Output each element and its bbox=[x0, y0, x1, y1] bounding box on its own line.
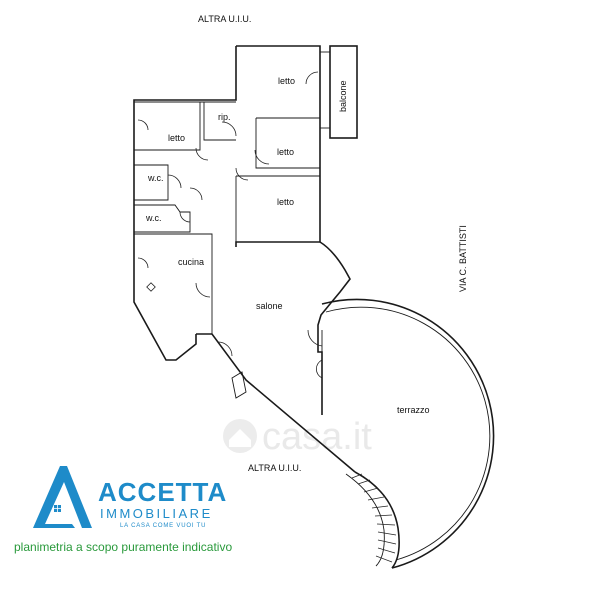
logo-tagline: LA CASA COME VUOI TU bbox=[120, 523, 206, 529]
room-label-bedroom-lower: letto bbox=[277, 197, 294, 207]
room-label-living-room: salone bbox=[256, 301, 283, 311]
door-arc bbox=[305, 71, 319, 85]
door-arc bbox=[316, 359, 323, 379]
balcony bbox=[320, 45, 358, 139]
terrace-outer-arc bbox=[321, 298, 495, 569]
door-arc bbox=[254, 149, 270, 165]
street-label: VIA C. BATTISTI bbox=[458, 225, 468, 292]
door-arc bbox=[179, 211, 191, 223]
door-arc bbox=[167, 174, 182, 189]
door-arc bbox=[189, 187, 203, 201]
terrace bbox=[321, 298, 495, 569]
watermark-house-icon bbox=[223, 419, 257, 453]
logo-name: ACCETTA bbox=[98, 477, 227, 507]
doors bbox=[137, 71, 323, 399]
room-label-bathroom-2: w.c. bbox=[145, 213, 162, 223]
interior-walls bbox=[134, 101, 320, 334]
watermark-text: casa.it bbox=[262, 416, 372, 458]
room-label-bedroom-top: letto bbox=[278, 76, 295, 86]
door-arc bbox=[137, 257, 149, 269]
logo-subtitle: IMMOBILIARE bbox=[100, 506, 213, 521]
spiral-staircase bbox=[345, 471, 400, 569]
disclaimer: planimetria a scopo puramente indicativo bbox=[14, 540, 233, 554]
top-neighbor-label: ALTRA U.I.U. bbox=[198, 14, 251, 24]
labels: ALTRA U.I.U. ALTRA U.I.U. VIA C. BATTIST… bbox=[145, 14, 468, 473]
door-arc bbox=[217, 341, 233, 357]
room-label-bedroom-mid: letto bbox=[277, 147, 294, 157]
door-arc bbox=[137, 119, 149, 131]
room-label-kitchen: cucina bbox=[178, 257, 204, 267]
door-arc bbox=[221, 121, 237, 137]
door-arc bbox=[307, 329, 323, 347]
door-arc bbox=[195, 282, 211, 298]
watermark: casa.it bbox=[223, 416, 372, 458]
logo-mark-icon bbox=[33, 466, 92, 528]
door-arc bbox=[195, 147, 209, 161]
balcony-label: balcone bbox=[338, 80, 348, 112]
outer-walls bbox=[133, 45, 356, 473]
agency-logo: ACCETTA IMMOBILIARE LA CASA COME VUOI TU bbox=[33, 466, 227, 529]
room-label-terrace: terrazzo bbox=[397, 405, 430, 415]
room-label-bathroom-1: w.c. bbox=[147, 173, 164, 183]
bottom-neighbor-label: ALTRA U.I.U. bbox=[248, 463, 301, 473]
room-label-storage: rip. bbox=[218, 112, 231, 122]
terrace-inner-arc bbox=[325, 306, 491, 561]
kitchen-appliance bbox=[146, 282, 156, 292]
room-label-bedroom-left: letto bbox=[168, 133, 185, 143]
door-arc bbox=[235, 167, 249, 181]
